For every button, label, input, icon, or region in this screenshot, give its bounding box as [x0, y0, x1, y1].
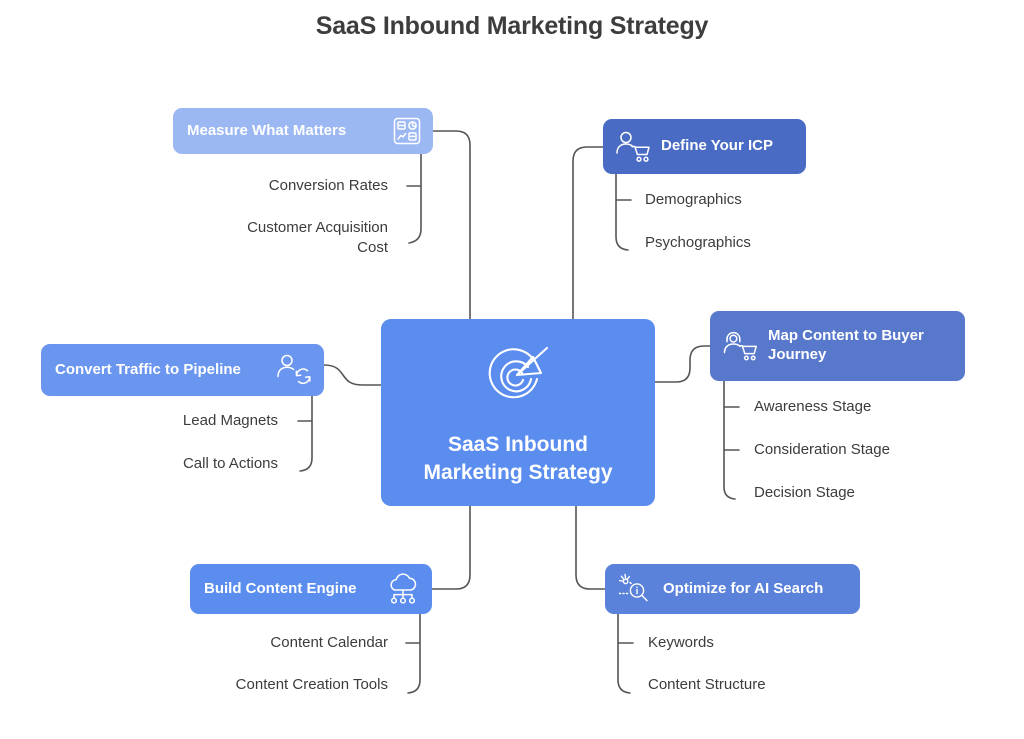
- subitem-icp-1: Psychographics: [645, 234, 751, 251]
- target-arrow-icon: [475, 339, 561, 411]
- branch-node-measure[interactable]: Measure What Matters: [173, 108, 433, 154]
- branch-label-convert: Convert Traffic to Pipeline: [55, 360, 241, 378]
- person-refresh-icon: [274, 352, 314, 388]
- subitem-icp-0: Demographics: [645, 191, 742, 208]
- spine-optimize: [617, 613, 631, 694]
- spine-map: [723, 380, 736, 500]
- subitem-optimize-1: Content Structure: [648, 676, 766, 693]
- ai-search-magnifier-icon: [615, 570, 655, 608]
- branch-label-map: Map Content to Buyer Journey: [768, 327, 924, 363]
- branch-node-map[interactable]: Map Content to Buyer Journey: [710, 311, 965, 381]
- branch-node-optimize[interactable]: Optimize for AI Search: [605, 564, 860, 614]
- link-center-icp: [572, 146, 604, 320]
- subitem-build-0: Content Calendar: [270, 634, 388, 651]
- spine-build: [407, 613, 421, 694]
- subitem-map-0: Awareness Stage: [754, 398, 872, 415]
- headset-cart-icon: [720, 327, 760, 365]
- subitem-optimize-0: Keywords: [648, 634, 714, 651]
- subitem-measure-1: Customer Acquisition Cost: [247, 219, 388, 257]
- subitem-convert-0: Lead Magnets: [182, 412, 278, 429]
- link-center-build: [431, 505, 471, 590]
- link-center-optimize: [575, 505, 606, 590]
- spine-icp: [615, 173, 629, 251]
- link-center-measure: [432, 130, 471, 320]
- branch-label-optimize: Optimize for AI Search: [663, 579, 824, 597]
- branch-label-build: Build Content Engine: [204, 579, 357, 597]
- spine-measure: [408, 153, 422, 244]
- branch-label-icp: Define Your ICP: [661, 137, 773, 155]
- subitem-measure-0: Conversion Rates: [268, 177, 388, 194]
- link-center-map: [654, 345, 711, 383]
- person-cart-icon: [613, 129, 653, 165]
- page-title: SaaS Inbound Marketing Strategy: [315, 12, 709, 40]
- center-node-label: SaaS Inbound Marketing Strategy: [423, 432, 613, 484]
- link-center-convert: [323, 364, 382, 386]
- dashboard-analytics-icon: [391, 115, 423, 147]
- subitem-convert-1: Call to Actions: [182, 455, 278, 472]
- branch-node-icp[interactable]: Define Your ICP: [603, 119, 806, 174]
- branch-label-measure: Measure What Matters: [187, 121, 347, 139]
- branch-node-convert[interactable]: Convert Traffic to Pipeline: [41, 344, 324, 396]
- subitem-map-2: Decision Stage: [754, 484, 855, 501]
- subitem-map-1: Consideration Stage: [754, 441, 890, 458]
- center-node[interactable]: SaaS Inbound Marketing Strategy: [381, 319, 655, 506]
- branch-node-build[interactable]: Build Content Engine: [190, 564, 432, 614]
- cloud-network-icon: [384, 572, 422, 606]
- subitem-build-1: Content Creation Tools: [235, 676, 388, 693]
- spine-convert: [299, 395, 313, 472]
